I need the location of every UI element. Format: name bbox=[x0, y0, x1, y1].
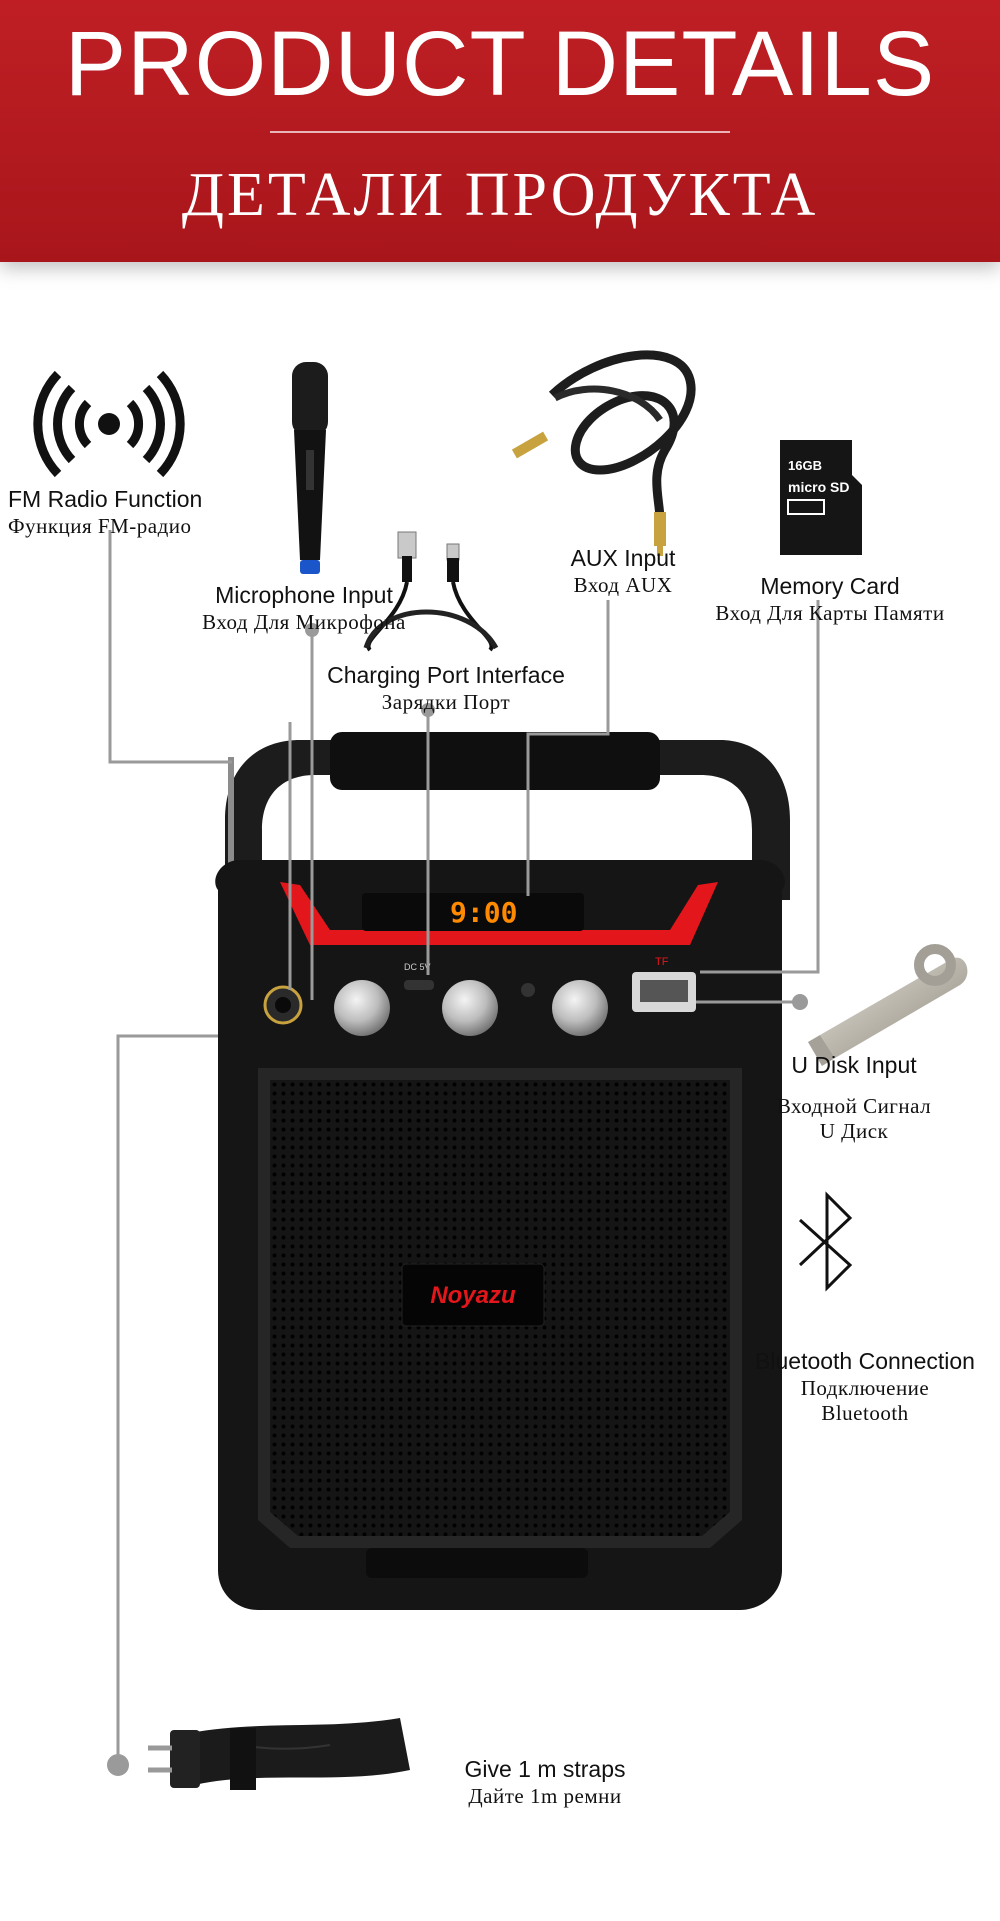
strap-image bbox=[148, 1718, 410, 1790]
page-title: PRODUCT DETAILS bbox=[64, 13, 936, 115]
master-volume-knob bbox=[552, 980, 608, 1036]
usb-flash-drive-image bbox=[808, 944, 968, 1066]
tf-label: TF bbox=[655, 956, 669, 968]
callout-dots bbox=[107, 623, 808, 1776]
page-subtitle: ДЕТАЛИ ПРОДУКТА bbox=[181, 161, 819, 229]
memory-card-label: Memory Card Вход Для Карты Памяти bbox=[715, 573, 945, 625]
speaker-brand-logo: Noyazu bbox=[430, 1282, 516, 1309]
charging-port-label: Charging Port Interface Зарядки Порт bbox=[327, 662, 565, 714]
volume-knob bbox=[334, 980, 390, 1036]
radio-waves-icon bbox=[33, 370, 185, 478]
microphone-image bbox=[292, 362, 328, 574]
aux-cable-image bbox=[511, 350, 696, 556]
bluetooth-icon bbox=[798, 1191, 853, 1292]
dc-label: DC 5V bbox=[404, 962, 431, 972]
title-divider bbox=[270, 131, 730, 133]
aux-input-label: AUX Input Вход AUX bbox=[570, 545, 676, 597]
speaker-image: 9:00 DC 5V TF Noyazu bbox=[215, 732, 790, 1610]
sd-brand: micro SD bbox=[788, 479, 849, 495]
u-disk-label: U Disk Input Входной Сигнал U Диск bbox=[776, 1052, 932, 1143]
header-banner: PRODUCT DETAILS ДЕТАЛИ ПРОДУКТА bbox=[0, 0, 1000, 262]
microphone-label: Microphone Input Вход Для Микрофона bbox=[202, 582, 406, 634]
bluetooth-label: Bluetooth Connection Подключение Bluetoo… bbox=[755, 1348, 975, 1425]
sd-capacity: 16GB bbox=[788, 458, 822, 473]
usb-cable-image bbox=[363, 531, 499, 652]
strap-label: Give 1 m straps Дайте 1m ремни bbox=[464, 1756, 626, 1808]
callout-lines bbox=[108, 530, 820, 1765]
display-time: 9:00 bbox=[450, 896, 517, 929]
sd-card-image: 16GB micro SD bbox=[780, 440, 862, 555]
fm-radio-label: FM Radio Function Функция FM-радио bbox=[8, 486, 203, 538]
echo-knob bbox=[442, 980, 498, 1036]
